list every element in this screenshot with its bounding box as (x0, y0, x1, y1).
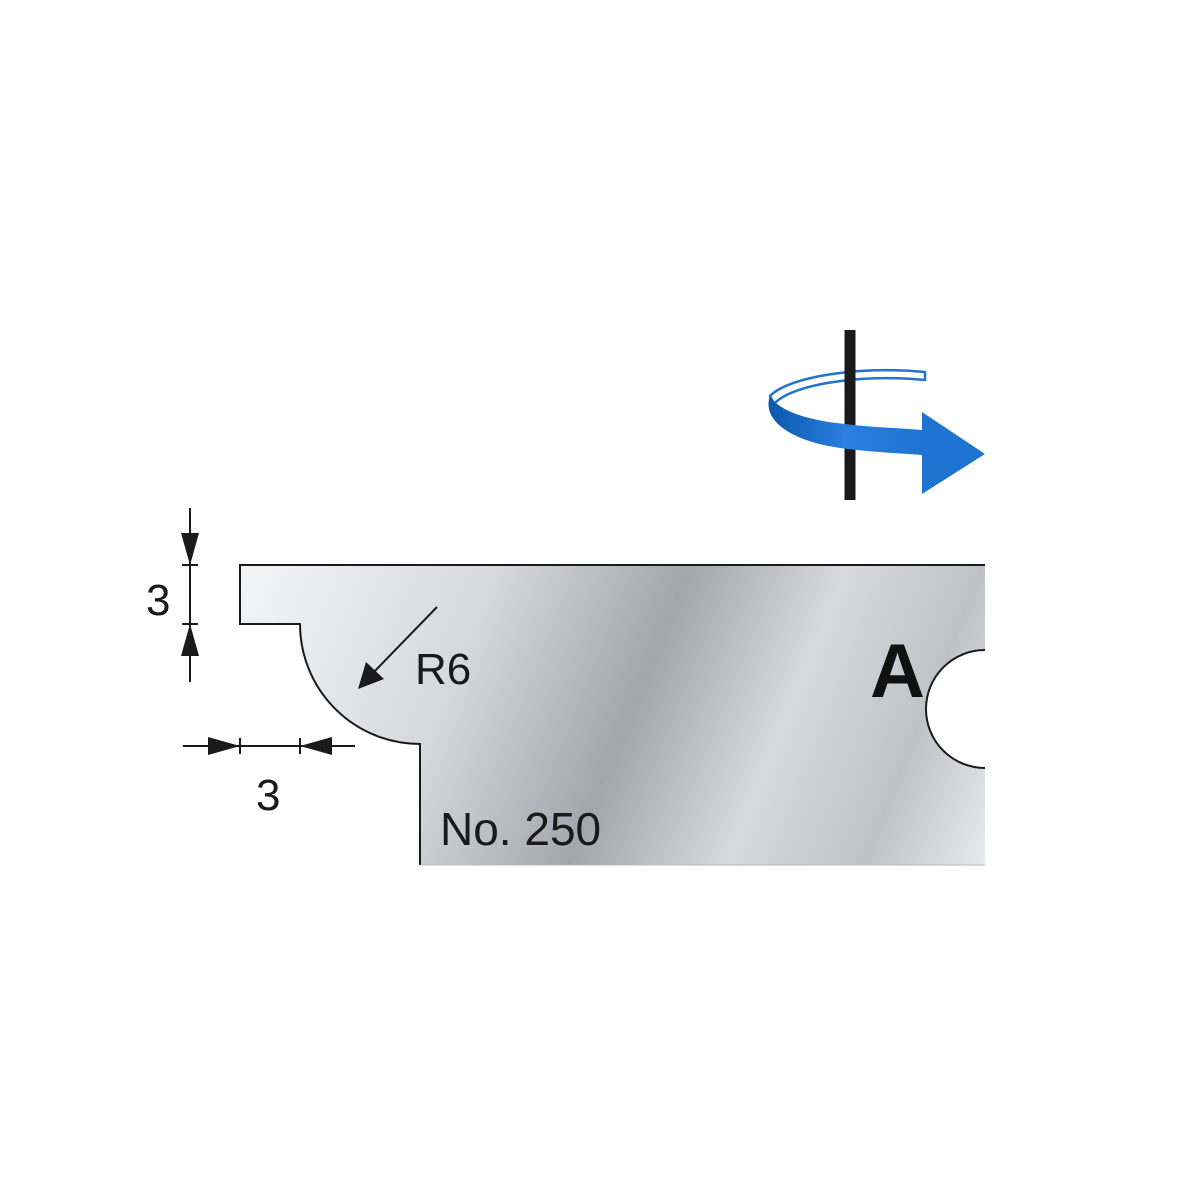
rotation-band-back (768, 369, 927, 406)
knife-outline (239, 564, 985, 865)
part-number: No. 250 (440, 803, 601, 855)
rotation-arrowhead (922, 412, 985, 494)
dimension-arrowhead (208, 737, 240, 755)
rotation-band-front (768, 396, 922, 455)
radius-leader (358, 606, 438, 689)
rotation-indicator (768, 330, 985, 500)
dimension-arrowhead (181, 533, 199, 565)
side-label: A (870, 629, 925, 714)
mounting-hole (925, 649, 986, 769)
dimension-arrowhead (300, 737, 332, 755)
dimension-arrowhead (181, 624, 199, 656)
horizontal-dimension-value: 3 (256, 771, 280, 820)
vertical-dimension-value: 3 (146, 576, 170, 625)
radius-arrowhead (358, 662, 384, 689)
horizontal-dimension (183, 737, 355, 755)
knife-blank (240, 565, 985, 865)
radius-value: R6 (415, 645, 471, 694)
vertical-dimension (181, 508, 199, 682)
